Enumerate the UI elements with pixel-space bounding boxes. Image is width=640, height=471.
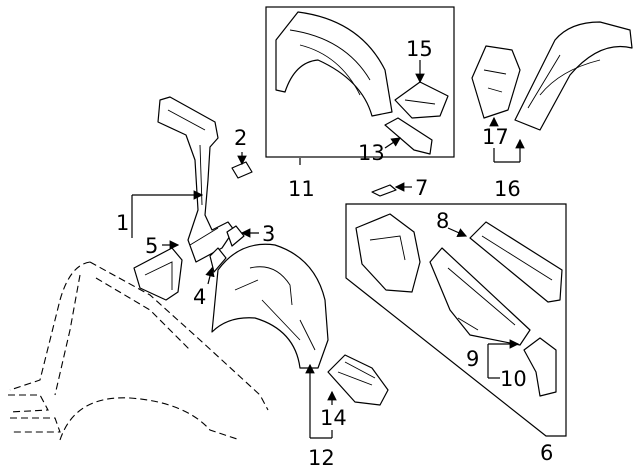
callout-13: 13: [358, 141, 385, 165]
callout-2: 2: [234, 126, 247, 150]
callout-16: 16: [494, 177, 521, 201]
part-7-clip: [371, 184, 397, 197]
part-10-bracket: [523, 337, 557, 397]
callout-10: 10: [500, 367, 527, 391]
callout-15: 15: [406, 37, 433, 61]
callout-17: 17: [482, 125, 509, 149]
callout-14: 14: [320, 406, 347, 430]
part-1-pillar-reinforcement: [157, 96, 235, 263]
part-16-outer-panel: [514, 21, 633, 131]
callout-11: 11: [288, 177, 315, 201]
part-8-rail: [469, 221, 563, 303]
callout-6: 6: [540, 441, 553, 465]
leader-lines: [131, 60, 525, 439]
callout-8: 8: [436, 209, 449, 233]
part-17-bracket: [471, 45, 521, 119]
part-6-inner-panel: [355, 213, 421, 293]
group-box-11: [265, 6, 455, 158]
callout-9: 9: [466, 347, 479, 371]
callout-4: 4: [193, 285, 206, 309]
part-11-wheelhouse-arch: [275, 11, 393, 117]
callout-12: 12: [308, 446, 335, 470]
callout-1: 1: [116, 211, 129, 235]
part-2-bracket: [231, 161, 253, 179]
part-15-bracket: [394, 81, 449, 119]
quarter-panel-outline: [8, 261, 269, 441]
callout-5: 5: [145, 234, 158, 258]
part-14-bracket: [327, 354, 389, 406]
callout-7: 7: [415, 176, 428, 200]
callout-3: 3: [262, 222, 275, 246]
part-4-bracket: [209, 247, 227, 273]
part-9-rail-assembly: [429, 247, 531, 346]
part-12-inner-wheelhouse: [211, 243, 329, 369]
part-13-bracket: [384, 117, 433, 155]
group-box-6: [345, 203, 567, 437]
